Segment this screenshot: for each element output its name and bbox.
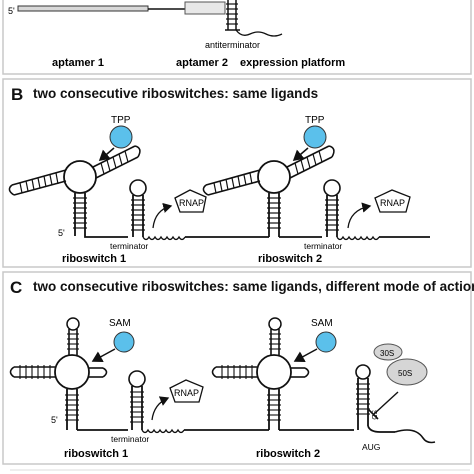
aptamer-1-label: aptamer 1 bbox=[52, 57, 104, 69]
terminator-1-label: terminator bbox=[110, 241, 148, 251]
antiterminator-label: antiterminator bbox=[205, 40, 260, 50]
panel-a-border bbox=[2, 0, 472, 75]
sam-riboswitch-1: SAM 5' bbox=[9, 317, 233, 460]
five-prime-label-b: 5' bbox=[58, 228, 65, 238]
five-prime-label-a: 5' bbox=[8, 6, 15, 16]
panel-b-border bbox=[2, 78, 472, 268]
ribosome-30s-label: 30S bbox=[380, 349, 394, 358]
ribosome-30s bbox=[373, 343, 403, 361]
riboswitch-2-label-b: riboswitch 2 bbox=[258, 253, 322, 265]
terminator-2-label: terminator bbox=[304, 241, 342, 251]
panel-c-border bbox=[2, 271, 472, 465]
rnap-2-label: RNAP bbox=[380, 198, 405, 208]
panel-b-title: two consecutive riboswitches: same ligan… bbox=[33, 86, 318, 101]
sam-ligand-1 bbox=[113, 331, 135, 353]
rnap-label-c: RNAP bbox=[174, 388, 199, 398]
sam-label-2: SAM bbox=[311, 318, 333, 329]
panel-c-letter: C bbox=[10, 278, 22, 297]
riboswitch-1-structure: TPP bbox=[8, 115, 230, 265]
panel-a: 5' antiterminator aptamer 1 aptamer 2 ex… bbox=[2, 0, 472, 75]
sam-ligand-2 bbox=[315, 331, 337, 353]
tpp-label-1: TPP bbox=[111, 115, 131, 126]
rnap-2-shape bbox=[374, 189, 411, 213]
ribosome-50s bbox=[386, 358, 428, 386]
aug-label: AUG bbox=[362, 442, 380, 452]
panel-b: B two consecutive riboswitches: same lig… bbox=[2, 78, 472, 268]
terminator-label-c: terminator bbox=[111, 434, 149, 444]
riboswitch-2-label-c: riboswitch 2 bbox=[256, 448, 320, 460]
tpp-ligand-2 bbox=[303, 125, 327, 149]
rnap-1-shape bbox=[174, 189, 207, 213]
panel-c: C two consecutive riboswitches: same lig… bbox=[2, 271, 474, 465]
aptamer-2-box bbox=[184, 1, 226, 15]
aptamer-2-label: aptamer 2 bbox=[176, 57, 228, 69]
tpp-ligand-1 bbox=[109, 125, 133, 149]
five-prime-label-c: 5' bbox=[51, 415, 58, 425]
antiterminator-hairpin bbox=[225, 0, 283, 37]
riboswitch-2-structure: TPP bbox=[202, 115, 430, 265]
panel-b-letter: B bbox=[11, 85, 23, 104]
panel-c-title: two consecutive riboswitches: same ligan… bbox=[33, 279, 474, 294]
riboswitch-1-label-b: riboswitch 1 bbox=[62, 253, 126, 265]
tpp-label-2: TPP bbox=[305, 115, 325, 126]
sam-riboswitch-2: SAM SD AUG bbox=[211, 317, 436, 460]
sam-label-1: SAM bbox=[109, 318, 131, 329]
aptamer-1-bar bbox=[17, 5, 149, 12]
riboswitch-1-label-c: riboswitch 1 bbox=[64, 448, 128, 460]
ribosome-50s-label: 50S bbox=[398, 369, 412, 378]
rnap-shape-c bbox=[169, 379, 204, 403]
expression-platform-label: expression platform bbox=[240, 57, 345, 69]
rnap-1-label: RNAP bbox=[179, 198, 204, 208]
